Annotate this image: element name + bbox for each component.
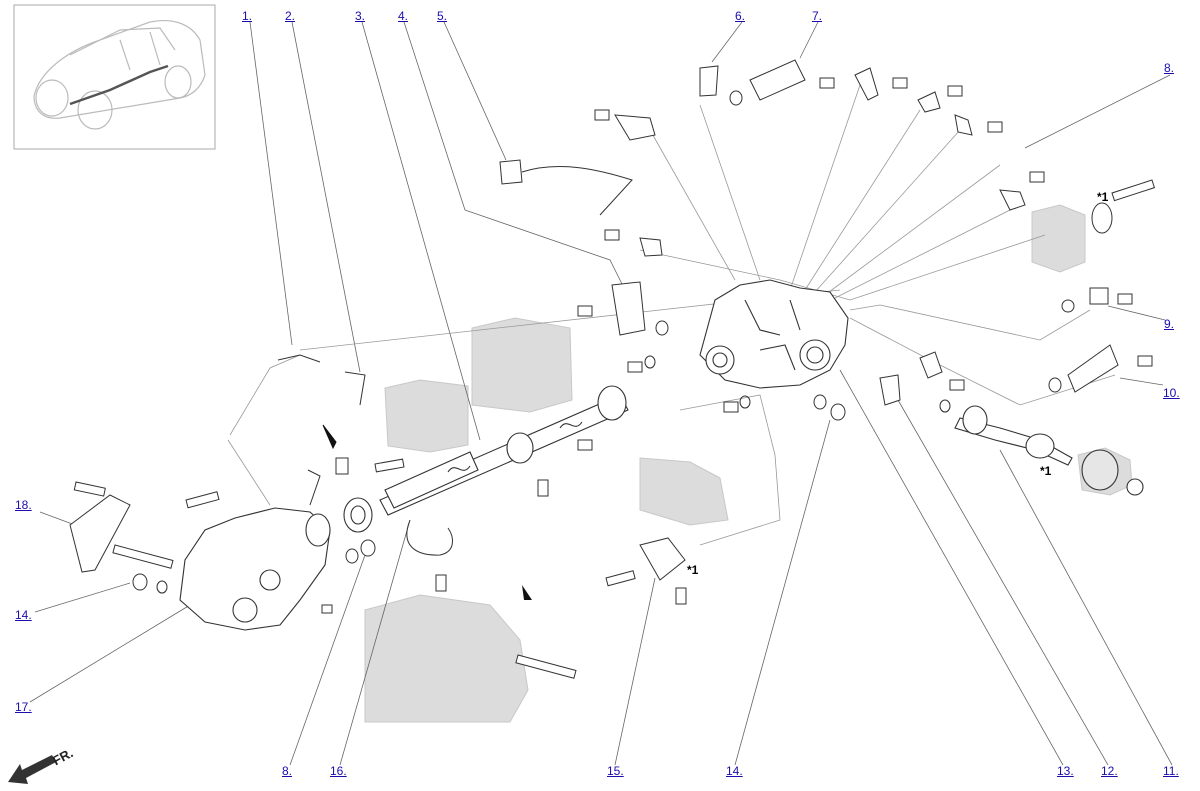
callout-15[interactable]: 15. <box>607 764 624 778</box>
callout-12[interactable]: 12. <box>1101 764 1118 778</box>
callout-2[interactable]: 2. <box>285 9 296 23</box>
transfer-case-housing <box>179 507 331 631</box>
footnote-mark-shaft: *1 <box>1040 464 1052 478</box>
callout-6[interactable]: 6. <box>735 9 746 23</box>
callout-14-left[interactable]: 14. <box>15 608 32 622</box>
rear-differential-housing <box>699 279 849 389</box>
rear-drive-shaft <box>954 405 1144 496</box>
view-arrows <box>322 424 532 600</box>
callout-10[interactable]: 10. <box>1163 386 1180 400</box>
front-direction-arrow <box>8 755 56 784</box>
vehicle-locator-inset <box>13 4 216 150</box>
callout-9[interactable]: 9. <box>1164 317 1175 331</box>
callout-13[interactable]: 13. <box>1057 764 1074 778</box>
callout-7[interactable]: 7. <box>812 9 823 23</box>
callout-18[interactable]: 18. <box>15 498 32 512</box>
callout-3[interactable]: 3. <box>355 9 366 23</box>
callout-5[interactable]: 5. <box>437 9 448 23</box>
callout-1[interactable]: 1. <box>242 9 253 23</box>
propeller-shaft <box>343 385 629 533</box>
footnote-mark-top: *1 <box>1097 190 1109 204</box>
callout-17[interactable]: 17. <box>15 700 32 714</box>
callout-4[interactable]: 4. <box>398 9 409 23</box>
leader-lines <box>29 21 1173 766</box>
footnote-mark-bearing: *1 <box>687 563 699 577</box>
callout-11[interactable]: 11. <box>1163 764 1179 778</box>
callout-8-top[interactable]: 8. <box>1164 61 1175 75</box>
callout-8-bottom[interactable]: 8. <box>282 764 293 778</box>
callout-16[interactable]: 16. <box>330 764 347 778</box>
fastener-parts <box>69 59 1156 679</box>
callout-14-bottom[interactable]: 14. <box>726 764 743 778</box>
